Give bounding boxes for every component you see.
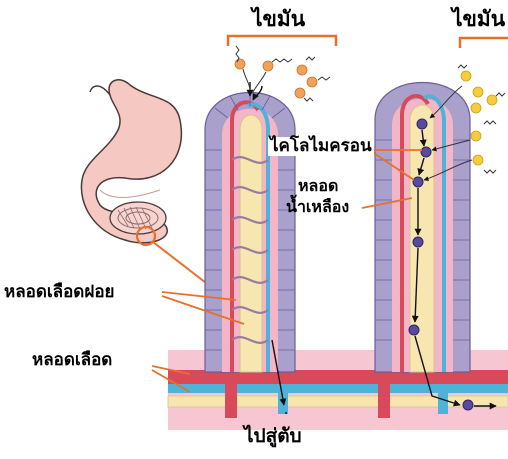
zoom-connector [153,242,210,286]
left-villus [205,82,295,414]
intestine-icon [110,202,166,234]
chylomicron-label: ไคโลไมครอน [268,137,374,156]
blood-vessel-blue-band [168,384,508,393]
stomach-icon [81,80,181,245]
capillary-label: หลอดเลือดฝอย [4,283,114,302]
lymph-vessel-band [168,396,508,407]
label-brackets [228,36,508,48]
to-liver-label: ไปสู่ตับ [244,426,302,447]
fat-label-left: ไขมัน [252,8,305,31]
lymph-vessel-label-line2: น้ำเหลือง [284,198,351,216]
fat-label-right: ไขมัน [452,8,505,31]
lymph-vessel-label-line1: หลอด [296,177,340,195]
blood-vessel-label: หลอดเลือด [32,351,112,370]
